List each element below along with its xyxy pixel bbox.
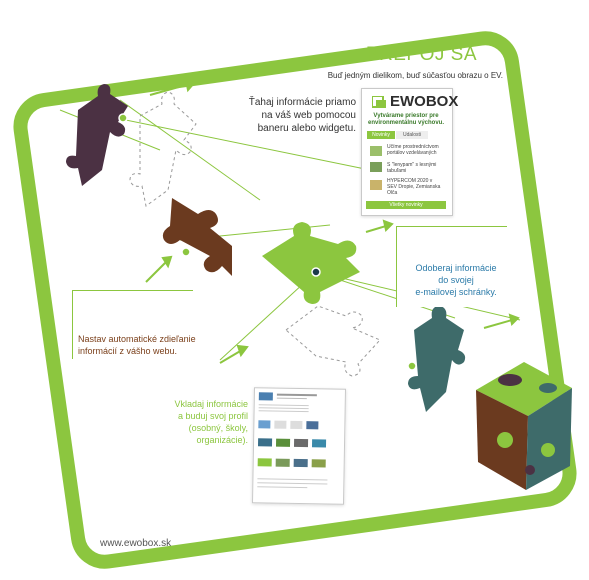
green-puzzle-piece	[262, 222, 360, 304]
arrow-icon	[149, 84, 187, 96]
teal-puzzle-piece	[408, 306, 466, 412]
purple-puzzle-piece	[66, 84, 128, 186]
arrow-icon	[382, 219, 394, 232]
arrow-icon	[184, 78, 196, 93]
arrow-icon	[219, 349, 243, 364]
guide-line	[119, 99, 261, 201]
puzzle-cube-icon	[476, 362, 572, 490]
page-subtitle: Buď jedným dielikom, buď súčasťou obrazu…	[327, 71, 503, 80]
arrow-icons	[145, 78, 520, 364]
widget-item-thumb	[370, 146, 382, 156]
guide-line	[115, 117, 371, 171]
arrow-icon	[145, 261, 167, 283]
website-url[interactable]: www.ewobox.sk	[100, 538, 172, 549]
brown-puzzle-piece	[162, 198, 232, 276]
widget-footer-link[interactable]: Všetky novinky	[366, 201, 446, 209]
widget-item[interactable]: S "lenypam" s lesnými tabuľami	[387, 162, 437, 174]
arrow-icon	[483, 319, 513, 329]
connector-dot	[181, 247, 191, 257]
sharing-callout	[72, 290, 193, 359]
widget-item[interactable]: HYPERCOM 2020 v SEV Dropie, Zemianska Ol…	[387, 178, 441, 196]
profile-page-preview	[251, 387, 347, 505]
widget-item-thumb	[370, 180, 382, 190]
widget-item[interactable]: Učíme prostredníctvom portálov vzdelávan…	[387, 144, 439, 156]
connector-dot	[311, 267, 321, 277]
arrow-icon	[508, 313, 520, 326]
feature-widget-text: Ťahaj informácie priamo na váš web pomoc…	[248, 97, 356, 134]
feature-sharing-text: Nastav automatické zdieľanie informácií …	[78, 334, 196, 356]
connector-dot	[118, 113, 128, 123]
widget-tagline: Vytvárame priestor pre environmentálnu v…	[367, 113, 445, 126]
arrow-icon	[365, 225, 387, 233]
dashed-puzzle-piece	[285, 305, 381, 377]
newsletter-callout	[396, 226, 507, 307]
feature-profile-text: Vkladaj informácie a buduj svoj profil (…	[174, 399, 248, 445]
feature-newsletter-text: Odoberaj informácie do svojej e-mailovej…	[415, 263, 497, 297]
widget-logo-icon	[372, 96, 386, 108]
widget-tab-events[interactable]: Udalosti	[396, 131, 428, 139]
connector-dot	[407, 361, 417, 371]
widget-tab-news[interactable]: Novinky	[367, 131, 395, 139]
widget-item-thumb	[370, 162, 382, 172]
page-title: PREPOJ SA	[365, 44, 477, 65]
arrow-icon	[161, 255, 173, 269]
widget-logo: EWOBOX	[390, 93, 459, 110]
arrow-icon	[236, 344, 249, 358]
dashed-puzzle-piece	[129, 91, 197, 207]
